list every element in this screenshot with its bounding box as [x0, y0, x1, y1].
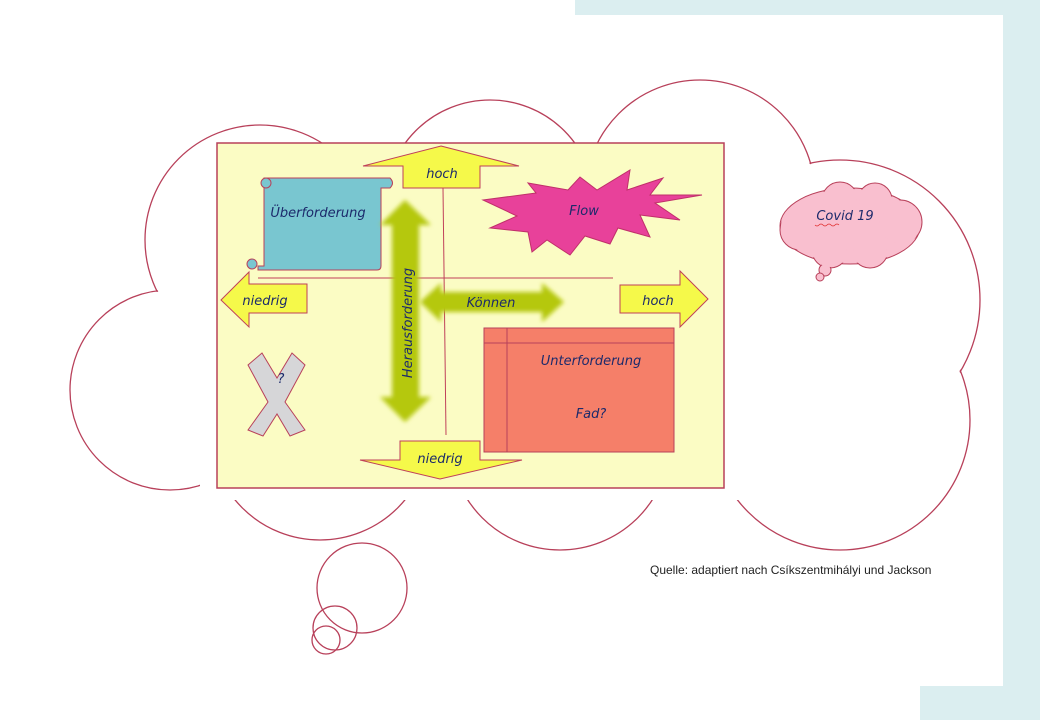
- top-arrow-hoch: hoch: [362, 145, 520, 189]
- x-question-label: ?: [278, 372, 285, 387]
- bottom-arrow-niedrig: niedrig: [359, 440, 523, 480]
- spellcheck-underline: [814, 223, 840, 227]
- skill-axis-arrow: Können: [420, 283, 564, 322]
- overload-scroll: Überforderung: [246, 177, 393, 271]
- page-frame-top: [575, 0, 1040, 15]
- page-frame-bottom: [920, 686, 1040, 720]
- underload-label: Unterforderung: [541, 354, 641, 369]
- right-arrow-hoch: hoch: [619, 269, 709, 329]
- flow-burst: Flow: [481, 169, 703, 256]
- source-caption: Quelle: adaptiert nach Csíkszentmihályi …: [650, 563, 931, 577]
- boredom-label: Fad?: [576, 407, 607, 422]
- skill-axis-label: Können: [467, 296, 516, 311]
- x-mark-icon: ?: [247, 352, 306, 437]
- bottom-arrow-label: niedrig: [417, 452, 462, 467]
- challenge-axis-label: Herausforderung: [401, 268, 416, 378]
- flow-label: Flow: [569, 204, 599, 219]
- top-arrow-label: hoch: [426, 167, 458, 182]
- overload-label: Überforderung: [270, 204, 365, 221]
- page-frame-right: [1003, 0, 1040, 720]
- left-arrow-label: niedrig: [242, 294, 287, 309]
- challenge-axis-arrow: Herausforderung: [380, 200, 431, 422]
- thought-bubbles: [311, 542, 408, 655]
- underload-box: Unterforderung Fad?: [483, 327, 675, 453]
- right-arrow-label: hoch: [642, 294, 674, 309]
- left-arrow-niedrig: niedrig: [220, 270, 308, 329]
- covid-label: Covid 19: [816, 209, 873, 224]
